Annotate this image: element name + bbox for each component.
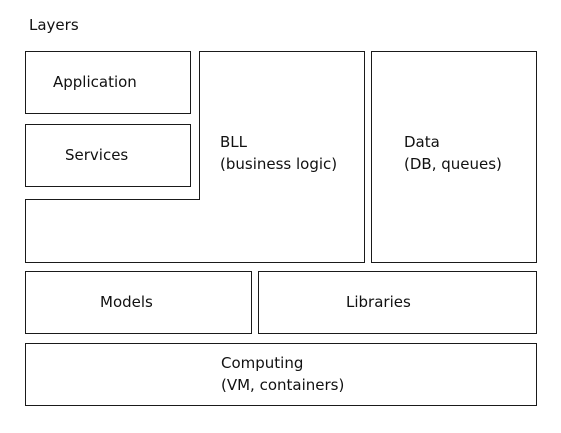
data-label-line1: Data [404, 133, 440, 151]
data-label-line2: (DB, queues) [404, 155, 502, 173]
libraries-label: Libraries [346, 293, 411, 311]
diagram-title: Layers [29, 16, 79, 34]
bll-label-line2: (business logic) [220, 155, 337, 173]
models-block [25, 271, 252, 334]
services-label: Services [65, 146, 128, 164]
bll-label-line1: BLL [220, 133, 248, 151]
computing-label-line2: (VM, containers) [221, 376, 344, 394]
bll-block [25, 51, 365, 263]
data-block [371, 51, 537, 263]
services-block [25, 124, 191, 187]
application-label: Application [53, 73, 137, 91]
computing-label-line1: Computing [221, 354, 303, 372]
libraries-block [258, 271, 537, 334]
models-label: Models [100, 293, 153, 311]
computing-block [25, 343, 537, 406]
application-block [25, 51, 191, 114]
